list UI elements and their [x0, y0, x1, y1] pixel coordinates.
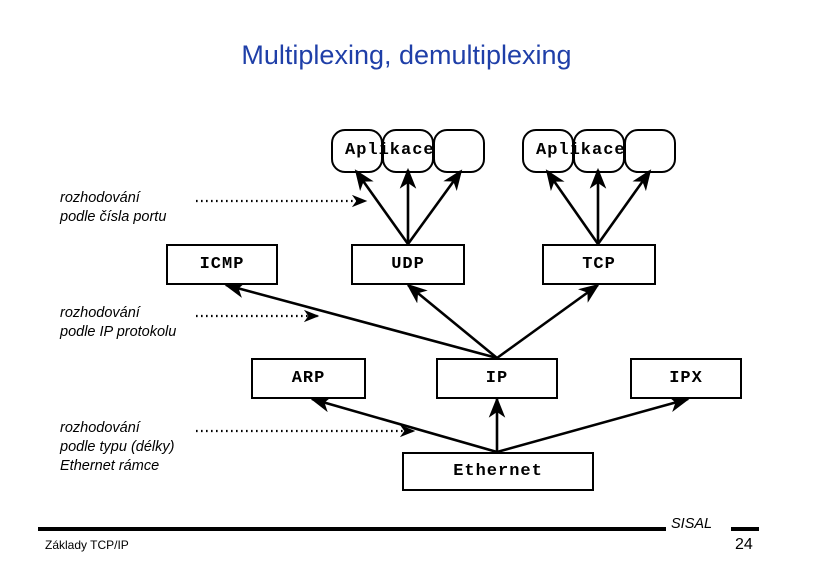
node-icmp[interactable]: ICMP [166, 244, 278, 285]
annotation-ip-protocol: rozhodování podle IP protokolu [60, 305, 177, 340]
footer-rule-right [731, 527, 759, 531]
application-bubble-right-3[interactable] [624, 129, 676, 173]
node-ipx[interactable]: IPX [630, 358, 742, 399]
footer-rule-left [38, 527, 666, 531]
application-group-left-label: Aplikace [345, 141, 435, 160]
node-ethernet[interactable]: Ethernet [402, 452, 594, 491]
application-bubble-left-3[interactable] [433, 129, 485, 173]
node-tcp[interactable]: TCP [542, 244, 656, 285]
footer-subject-label: Základy TCP/IP [45, 538, 129, 552]
page-title: Multiplexing, demultiplexing [241, 40, 572, 70]
page-number: 24 [735, 536, 753, 553]
application-group-right-label: Aplikace [536, 141, 626, 160]
annotation-port-number: rozhodování podle čísla portu [60, 190, 167, 225]
node-arp[interactable]: ARP [251, 358, 366, 399]
annotation-ethernet-type: rozhodování podle typu (délky) Ethernet … [60, 420, 175, 474]
node-udp[interactable]: UDP [351, 244, 465, 285]
footer-brand: SISAL [671, 516, 713, 532]
node-ip[interactable]: IP [436, 358, 558, 399]
